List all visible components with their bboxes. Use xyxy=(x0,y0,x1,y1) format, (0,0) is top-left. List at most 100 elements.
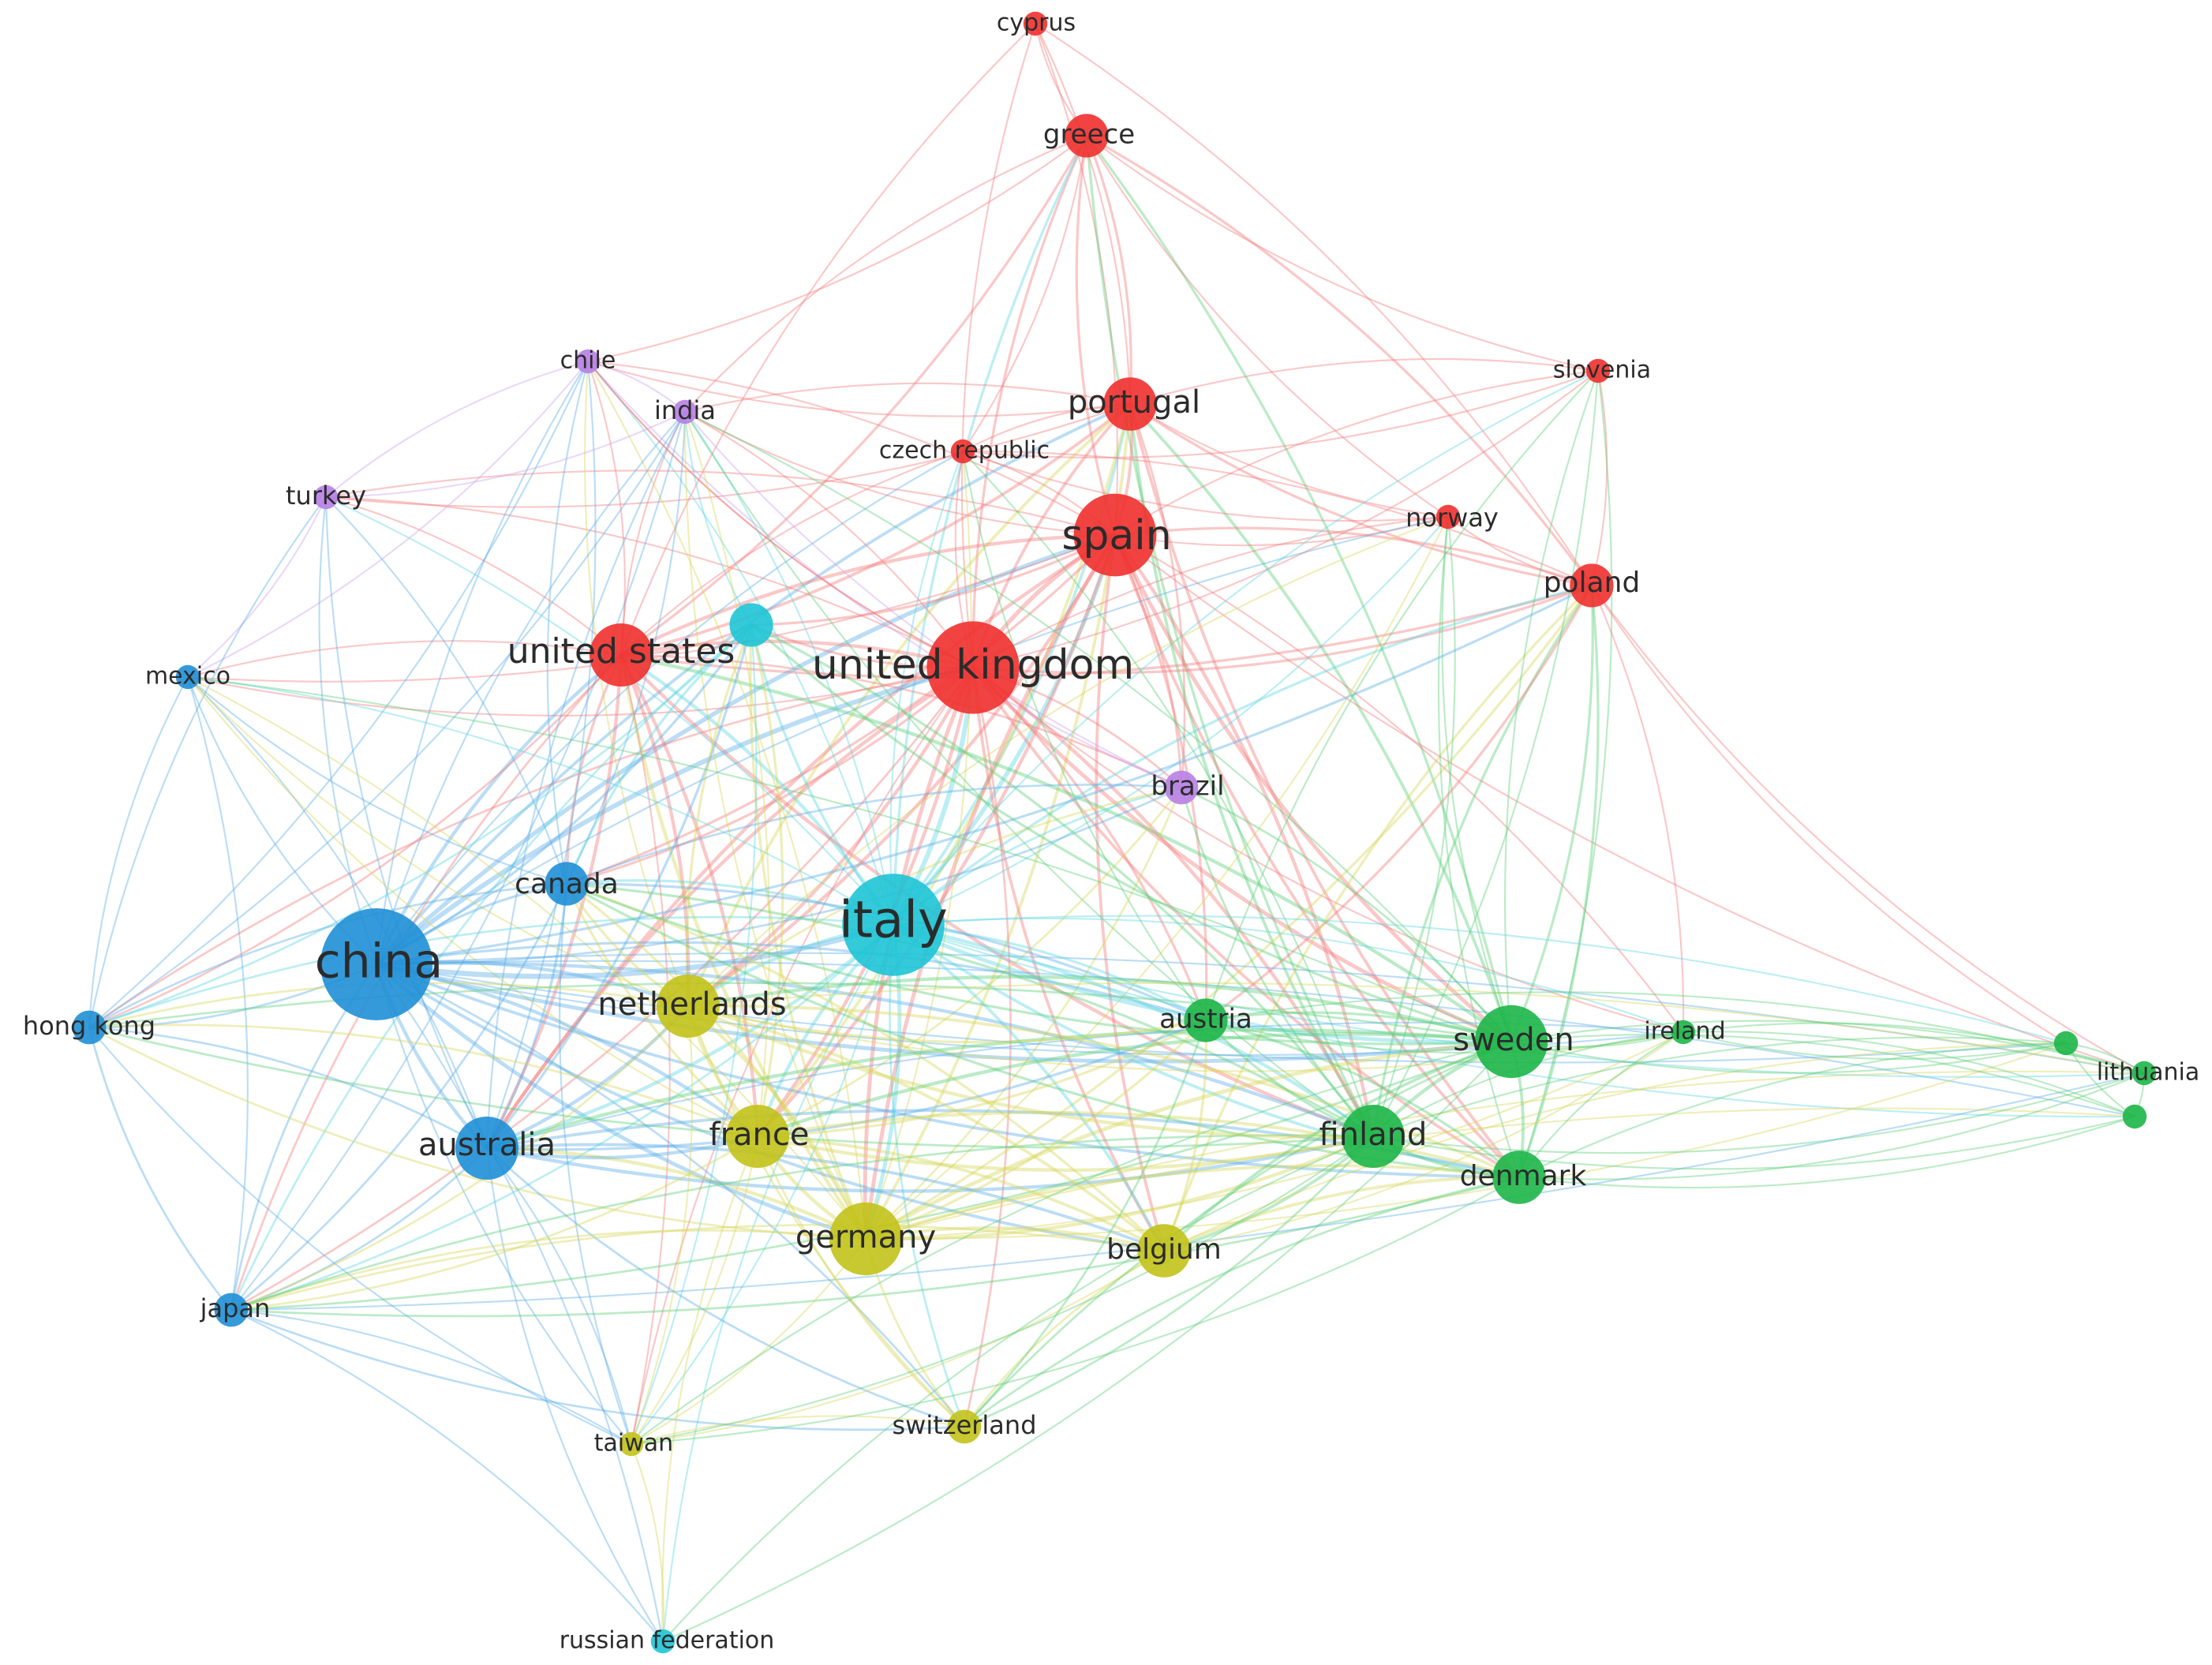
nodes-layer xyxy=(72,11,2157,1654)
node-cyan-unlabeled[interactable] xyxy=(729,603,773,647)
edge-brazil-china xyxy=(376,786,1182,966)
node-cyprus[interactable] xyxy=(1023,11,1048,36)
edge-hong-kong-sweden xyxy=(88,982,1512,1043)
node-turkey[interactable] xyxy=(313,485,339,510)
edge-italy-denmark xyxy=(892,923,1520,1179)
edge-united-kingdom-slovenia xyxy=(972,370,1599,669)
edge-greece-portugal xyxy=(1085,135,1132,405)
edge-india-japan xyxy=(230,411,687,1311)
edge-canada-finland xyxy=(566,882,1374,1138)
edge-cyan-unlabeled-germany xyxy=(749,624,867,1240)
node-china[interactable] xyxy=(320,908,432,1020)
edge-mexico-italy xyxy=(187,675,894,926)
edge-turkey-australia xyxy=(324,496,488,1149)
label-united-kingdom: united kingdom xyxy=(812,642,1134,689)
node-green-unlabeled-1[interactable] xyxy=(2053,1031,2079,1056)
edge-taiwan-finland xyxy=(631,1136,1374,1446)
node-ireland[interactable] xyxy=(1671,1020,1696,1045)
edge-cyan-unlabeled-taiwan xyxy=(630,624,758,1445)
edge-poland-czech-republic xyxy=(962,450,1593,586)
edge-united-kingdom-india xyxy=(684,411,974,668)
edge-norway-italy xyxy=(893,516,1449,926)
label-cyprus: cyprus xyxy=(997,9,1076,37)
node-india[interactable] xyxy=(672,399,698,425)
node-united-kingdom[interactable] xyxy=(926,621,1020,714)
edge-united-states-chile xyxy=(586,361,626,656)
edge-united-kingdom-australia xyxy=(485,666,975,1150)
edge-china-norway xyxy=(376,515,1449,965)
node-netherlands[interactable] xyxy=(657,975,720,1038)
edge-spain-finland xyxy=(1113,533,1375,1137)
edge-canada-sweden xyxy=(566,882,1512,1046)
node-brazil[interactable] xyxy=(1164,770,1199,805)
node-chile[interactable] xyxy=(575,349,601,374)
label-brazil: brazil xyxy=(1151,771,1224,803)
node-spain[interactable] xyxy=(1073,493,1157,577)
node-greece[interactable] xyxy=(1065,114,1109,158)
node-switzerland[interactable] xyxy=(947,1409,982,1444)
node-denmark[interactable] xyxy=(1492,1151,1546,1204)
edge-united-kingdom-turkey xyxy=(325,496,974,668)
edge-united-kingdom-hong-kong xyxy=(88,666,974,1029)
label-czech-republic: czech republic xyxy=(879,437,1050,465)
edge-cyan-unlabeled-china xyxy=(376,624,753,966)
edge-china-russian-federation xyxy=(376,963,664,1642)
edge-finland-green-unlabeled-2 xyxy=(1372,1115,2135,1170)
edge-greece-italy xyxy=(892,135,1088,926)
node-italy[interactable] xyxy=(842,874,945,976)
edge-turkey-mexico xyxy=(187,496,327,678)
node-united-states[interactable] xyxy=(589,623,653,687)
edge-hong-kong-japan xyxy=(88,1027,233,1311)
edge-australia-japan xyxy=(230,1147,488,1311)
edge-united-states-poland xyxy=(620,584,1593,679)
edge-italy-belgium xyxy=(892,923,1166,1252)
edge-netherlands-sweden xyxy=(687,975,1512,1044)
edge-india-italy xyxy=(684,411,895,926)
edge-cyprus-portugal xyxy=(1035,23,1132,405)
edge-mexico-netherlands xyxy=(187,676,689,1008)
node-finland[interactable] xyxy=(1342,1105,1405,1168)
edges-layer xyxy=(88,23,2146,1642)
edge-belgium-green-unlabeled-1 xyxy=(1163,1042,2067,1252)
edge-spain-germany xyxy=(863,533,1117,1240)
node-taiwan[interactable] xyxy=(619,1431,644,1457)
node-green-unlabeled-2[interactable] xyxy=(2122,1104,2147,1129)
node-norway[interactable] xyxy=(1435,504,1461,529)
edge-greece-finland xyxy=(1085,135,1375,1137)
node-russian-federation[interactable] xyxy=(650,1629,676,1654)
node-slovenia[interactable] xyxy=(1585,358,1611,384)
node-germany[interactable] xyxy=(829,1202,903,1276)
label-germany: germany xyxy=(795,1219,936,1255)
edge-denmark-ireland xyxy=(1518,1031,1684,1178)
edge-chile-india xyxy=(587,360,686,413)
node-poland[interactable] xyxy=(1570,563,1614,608)
edge-greece-poland xyxy=(1086,134,1593,586)
node-sweden[interactable] xyxy=(1474,1005,1548,1079)
node-belgium[interactable] xyxy=(1137,1224,1191,1278)
edge-china-japan xyxy=(230,963,378,1311)
node-france[interactable] xyxy=(726,1105,789,1168)
label-belgium: belgium xyxy=(1106,1233,1222,1266)
node-lithuania[interactable] xyxy=(2132,1061,2157,1086)
edge-ireland-green-unlabeled-2 xyxy=(1682,1031,2135,1117)
edge-united-kingdom-china xyxy=(375,665,974,967)
label-turkey: turkey xyxy=(286,481,366,511)
node-mexico[interactable] xyxy=(175,664,200,690)
node-hong-kong[interactable] xyxy=(72,1010,107,1045)
edge-chile-united-kingdom xyxy=(587,361,974,668)
edge-slovenia-austria xyxy=(1204,370,1599,1021)
edge-poland-ireland xyxy=(1591,585,1685,1033)
edge-taiwan-sweden xyxy=(631,1040,1512,1445)
node-australia[interactable] xyxy=(455,1117,518,1180)
edge-germany-green-unlabeled-2 xyxy=(865,1107,2135,1240)
edge-italy-russian-federation xyxy=(661,924,894,1642)
edge-brazil-netherlands xyxy=(687,786,1182,1008)
edge-united-states-france xyxy=(619,653,760,1137)
node-canada[interactable] xyxy=(545,862,589,906)
node-japan[interactable] xyxy=(214,1293,249,1327)
node-austria[interactable] xyxy=(1184,998,1228,1042)
node-portugal[interactable] xyxy=(1103,377,1157,431)
edge-cyan-unlabeled-france xyxy=(750,624,784,1137)
node-czech-republic[interactable] xyxy=(950,439,975,464)
edge-netherlands-finland xyxy=(687,1005,1374,1139)
